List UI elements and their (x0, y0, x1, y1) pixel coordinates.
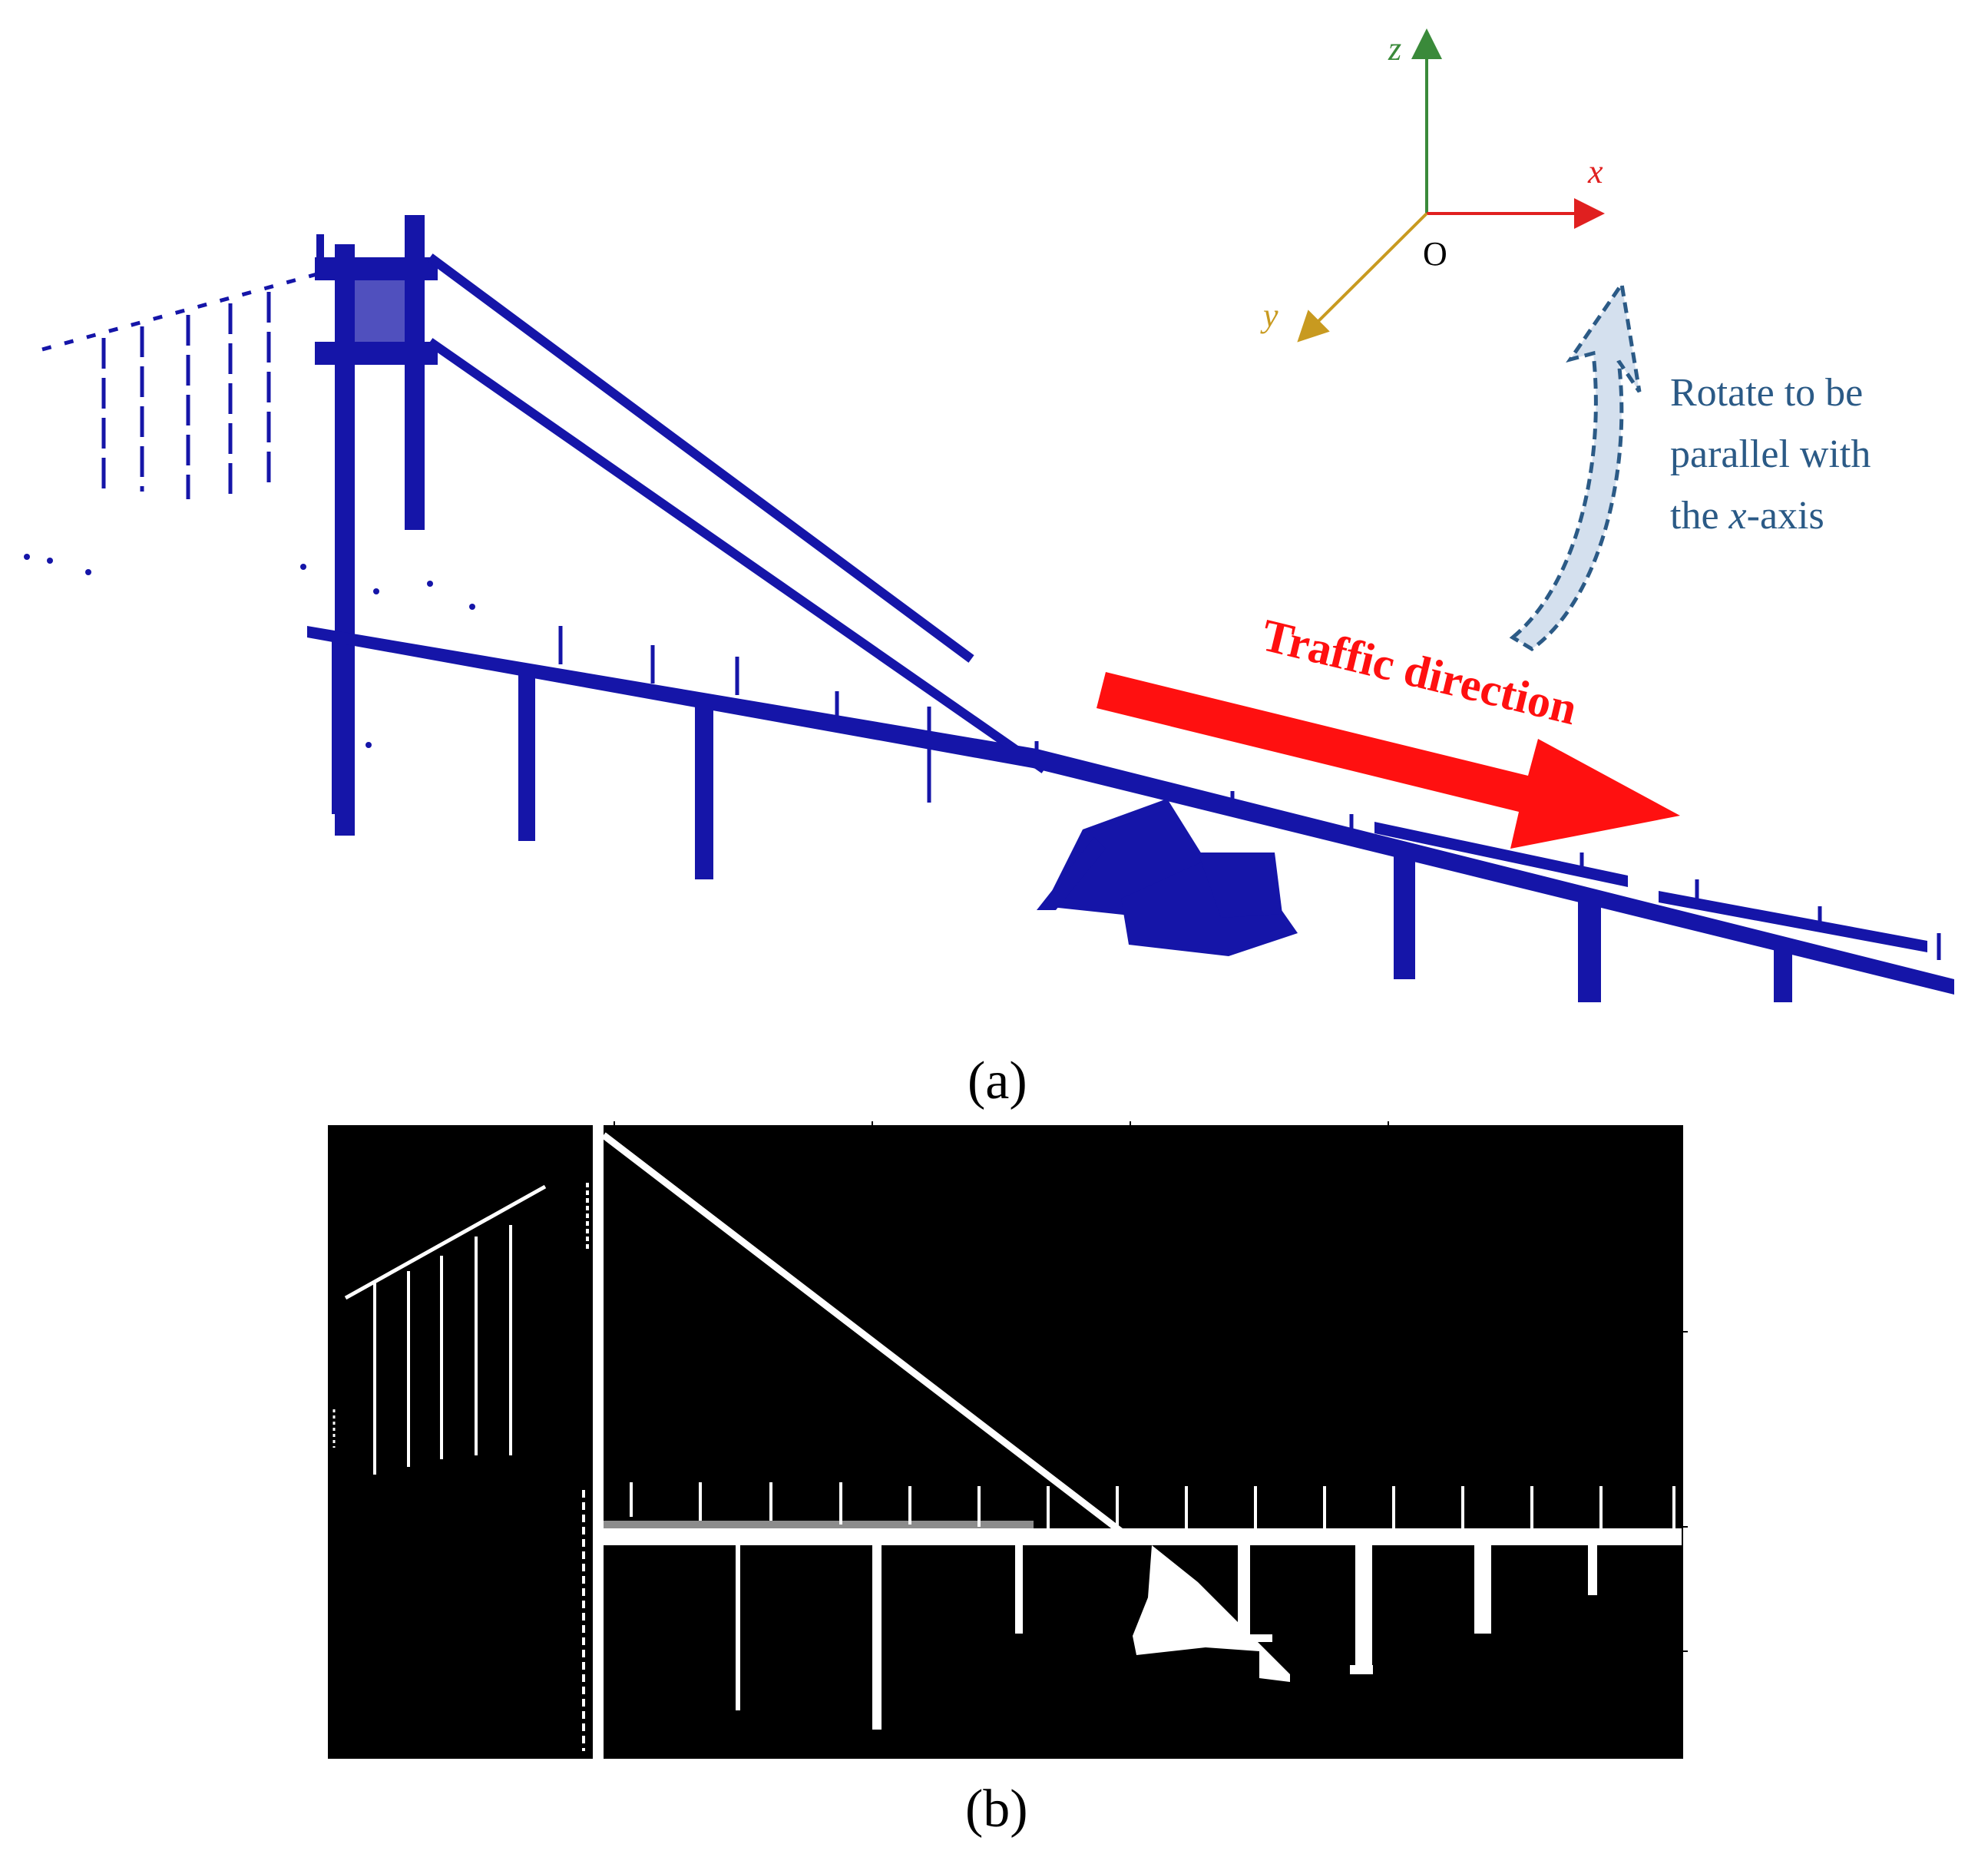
pylon-head-block (338, 280, 407, 342)
y-axis (1297, 212, 1428, 343)
point-cloud-3d (24, 215, 1954, 1002)
rotate-note-line1: Rotate to be (1670, 371, 1863, 415)
z-axis-label: z (1388, 30, 1401, 68)
stay-cable-upper (427, 253, 974, 663)
origin-label: O (1423, 235, 1447, 273)
deck-overhang-2 (1659, 891, 1927, 952)
stay-cable-lower (427, 338, 1047, 773)
rotate-arrow-icon (1509, 279, 1642, 651)
pylon-cross-beam-upper (315, 257, 438, 280)
pylon-top-spike (316, 234, 324, 265)
deck-piers (518, 668, 1792, 1002)
caption-a: (a) (968, 1051, 1027, 1111)
scattered-points (24, 554, 475, 748)
debris-cluster (1037, 799, 1298, 956)
rotate-note: Rotate to be parallel with the x-axis (1670, 371, 1871, 538)
rotate-note-line2: parallel with (1670, 432, 1871, 476)
x-axis-label: x (1587, 153, 1603, 190)
deck-overhang-1 (1374, 822, 1628, 887)
caption-b: (b) (965, 1780, 1028, 1839)
pylon-lower-leg (332, 637, 341, 814)
pylon-cross-beam-lower (315, 342, 438, 365)
traffic-arrow-icon (1097, 672, 1680, 849)
back-span-hangers (101, 292, 271, 499)
deck (307, 626, 1954, 995)
rotate-note-line3: the x-axis (1670, 494, 1824, 538)
binary-image-panel (328, 1121, 1688, 1759)
binary-image-content (332, 1125, 1682, 1759)
coordinate-axes: z x y O (1260, 28, 1605, 343)
binary-image-ticks (614, 1121, 1688, 1652)
y-axis-label: y (1260, 296, 1278, 334)
back-span-cable (41, 270, 323, 352)
